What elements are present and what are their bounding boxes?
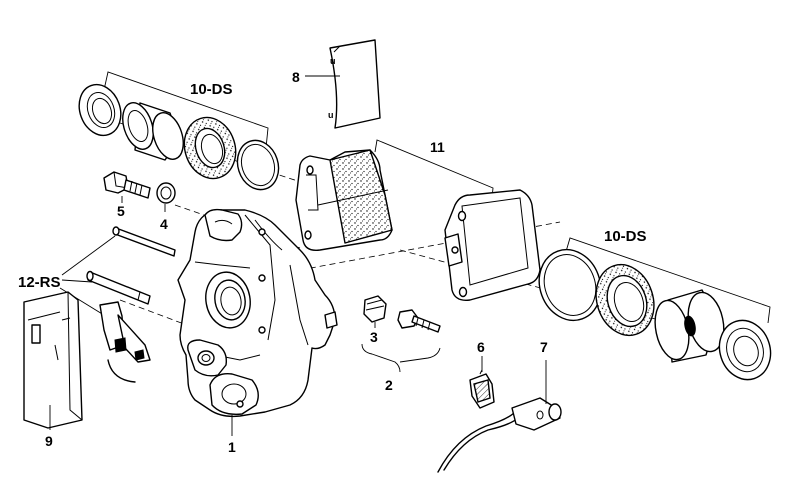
brake-pad-right <box>444 189 541 301</box>
brake-pad-left <box>295 149 393 251</box>
bleeder-cap-small <box>363 295 387 328</box>
piston-seal-right <box>595 263 655 337</box>
bleeder-valve <box>397 309 441 333</box>
screw <box>103 171 151 203</box>
label-clip: 6 <box>477 339 485 355</box>
seal-kit-left <box>78 71 280 191</box>
wear-sensor <box>437 360 562 473</box>
brake-pads <box>295 139 541 301</box>
gasket-mark-top: u <box>330 56 336 66</box>
label-repair-kit: 2 <box>385 377 393 393</box>
pin-kit <box>59 226 176 383</box>
retaining-ring-right <box>538 248 602 322</box>
label-bleeder-valve: 3 <box>370 329 378 345</box>
spring-clip <box>99 301 151 383</box>
label-screw: 5 <box>117 203 125 219</box>
label-brake-pads: 11 <box>430 139 445 155</box>
label-cover-plate: 9 <box>45 433 53 449</box>
gasket-mark-bottom: u <box>328 110 334 120</box>
label-caliper: 1 <box>228 439 236 455</box>
bleeder-screw-and-cap <box>103 171 176 212</box>
label-seal-kit-right: 10-DS <box>604 228 647 245</box>
dust-boot-ring-left <box>78 83 122 137</box>
dust-cap <box>156 182 176 212</box>
guide-pin-upper <box>112 226 176 257</box>
cover-plate <box>23 291 83 430</box>
label-dust-cap: 4 <box>160 216 168 232</box>
caliper-housing <box>177 208 338 436</box>
retaining-ring-left <box>236 139 280 191</box>
piston-seal-left <box>183 116 237 180</box>
label-gasket: 8 <box>292 69 300 85</box>
bleeder-valve-kit <box>361 295 441 373</box>
sensor-clip <box>469 356 495 409</box>
gasket: u u <box>305 39 381 129</box>
label-wear-sensor: 7 <box>540 339 548 355</box>
dust-boot-ring-right <box>718 319 772 381</box>
piston-right <box>654 289 725 363</box>
seal-kit-right <box>538 237 772 381</box>
part-labels: 1 2 3 4 5 6 7 8 9 10-DS 10-DS 11 12-RS <box>18 69 647 455</box>
guide-pin-lower <box>86 270 151 305</box>
piston-left <box>122 102 184 161</box>
label-seal-kit-left: 10-DS <box>190 81 233 98</box>
label-pin-kit: 12-RS <box>18 274 61 291</box>
